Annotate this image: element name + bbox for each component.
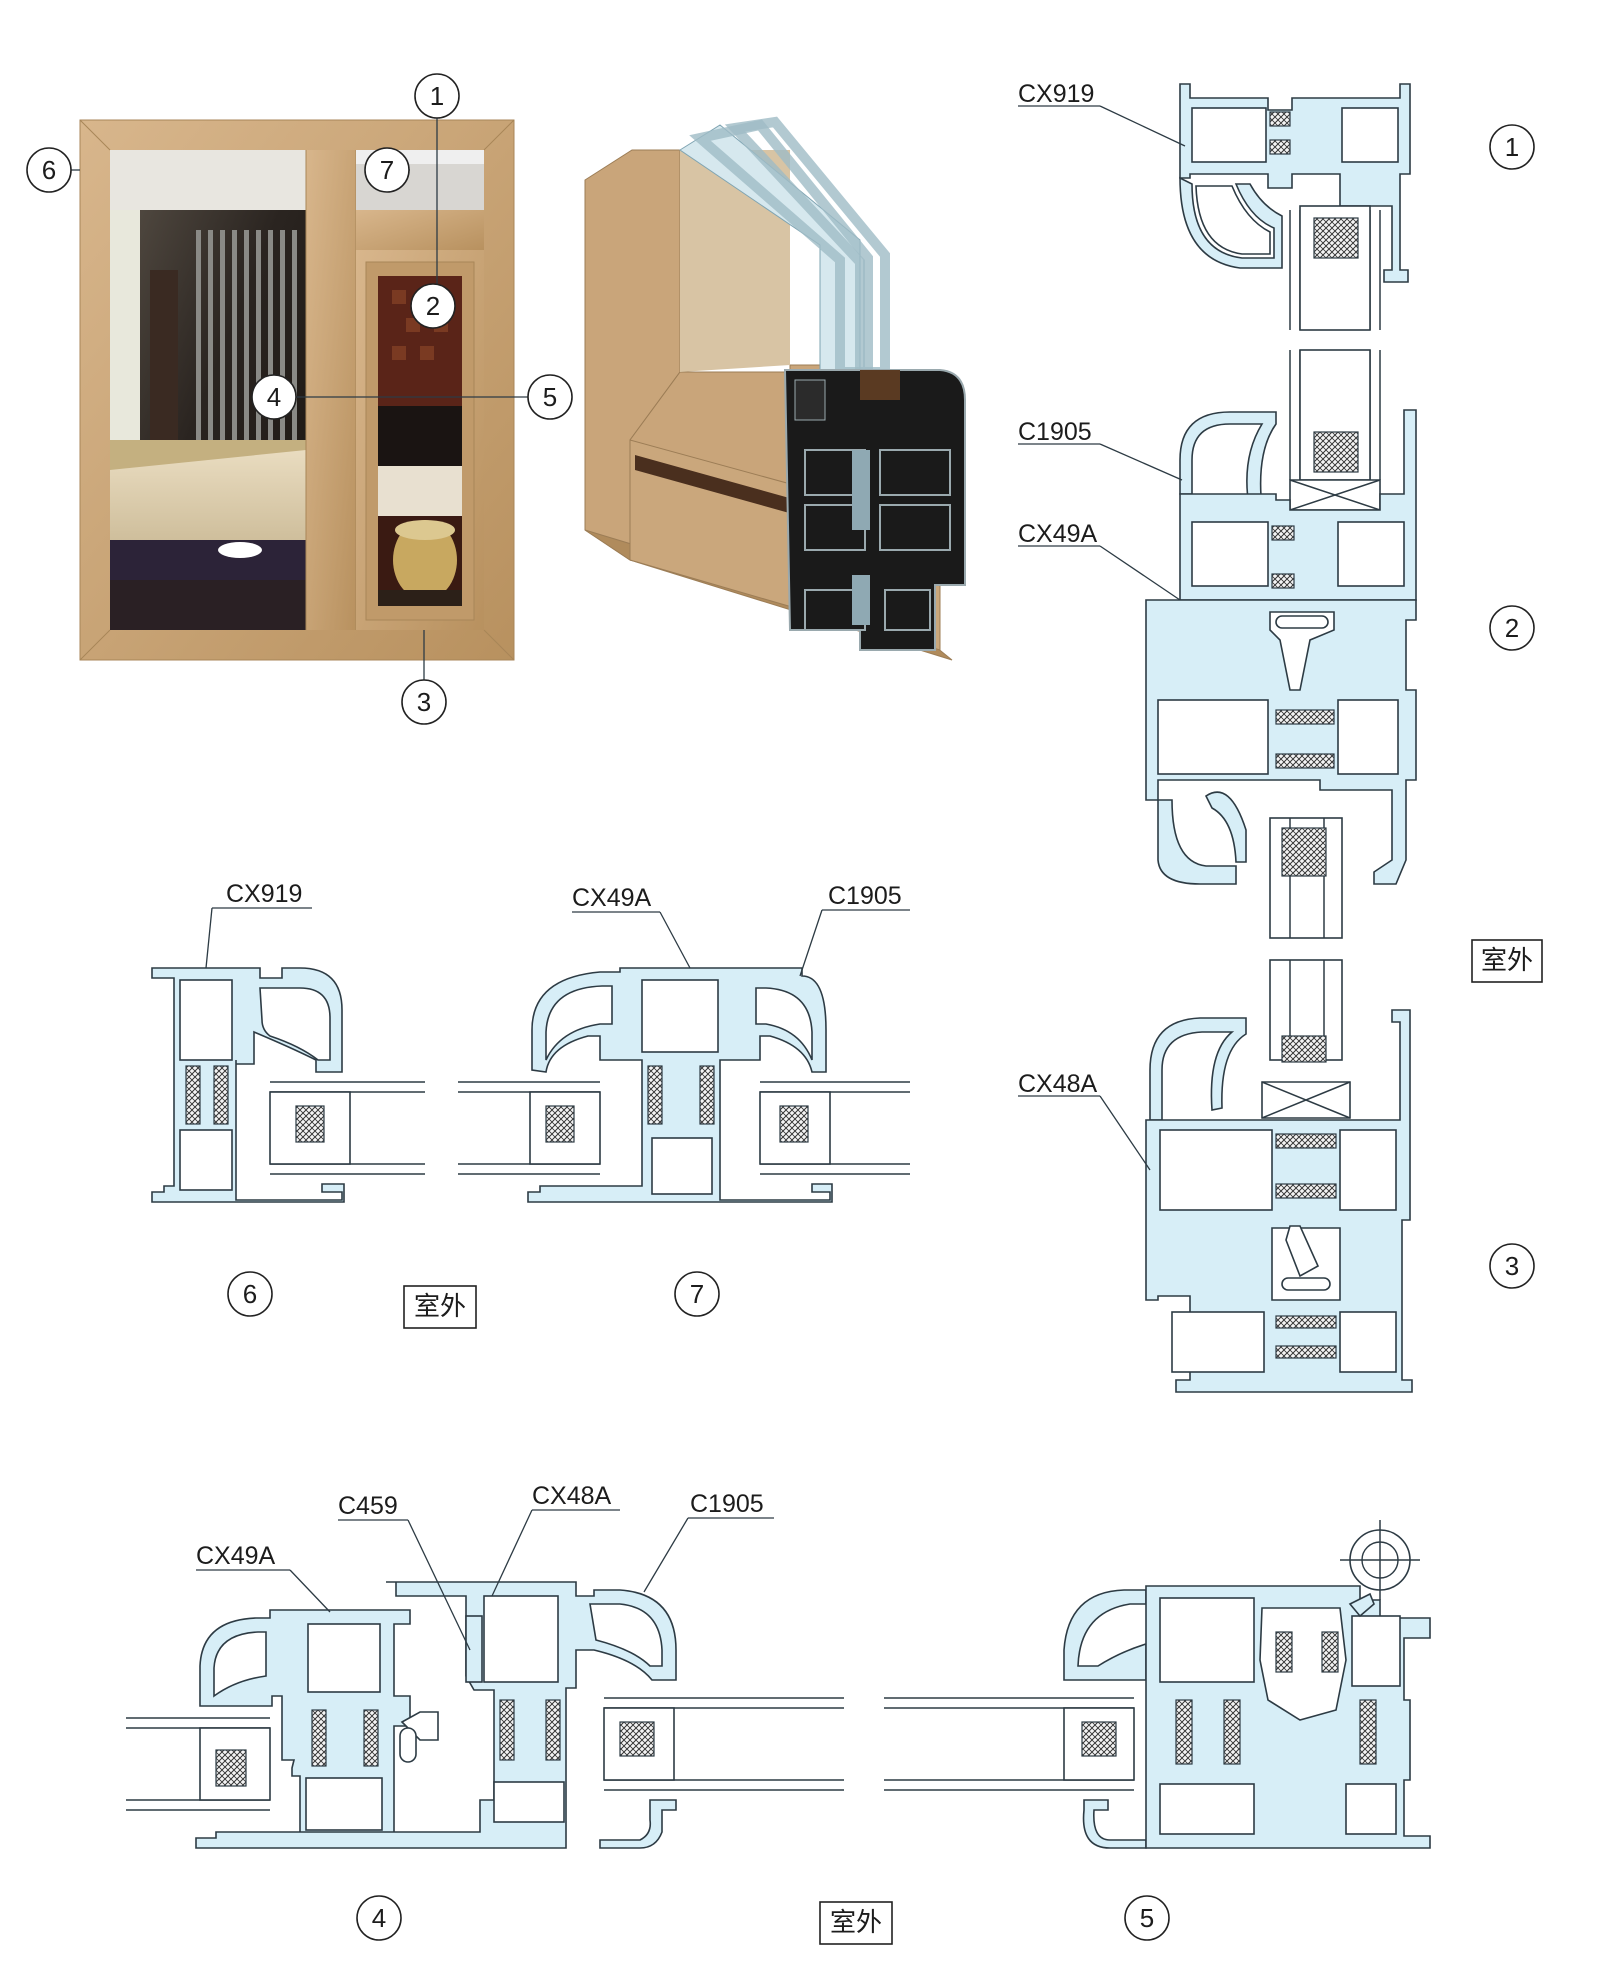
label-c1905-s7: C1905 [828, 882, 902, 910]
section-4-drawing [126, 1581, 844, 1849]
photo-callout-label-2: 2 [426, 291, 440, 321]
window-photo [79, 119, 515, 661]
leader-cx49a-s7-diag [659, 911, 691, 969]
label-cx919-top: CX919 [1018, 80, 1094, 108]
right-column-markers: 1 2 室外 3 [1471, 124, 1543, 1289]
photo-callout-label-1: 1 [430, 81, 444, 111]
label-c1905-s4: C1905 [690, 1490, 764, 1518]
outdoor-box-middle [403, 1285, 477, 1329]
curtain-stripes [196, 230, 297, 450]
section-number-3: 3 [1505, 1251, 1519, 1281]
photo-callout-1 [414, 73, 460, 119]
label-cx48a-s3: CX48A [1018, 1070, 1098, 1098]
leader-cx919-top-diag [1099, 105, 1186, 147]
leader-c1905-diag [1099, 443, 1183, 481]
section-marker-1 [1489, 124, 1535, 170]
photo-callout-label-7: 7 [380, 155, 394, 185]
leader-cx49a-s2-diag [1099, 545, 1181, 601]
section-marker-2 [1489, 605, 1535, 651]
section-number-2: 2 [1505, 613, 1519, 643]
section-marker-7 [674, 1271, 720, 1317]
photo-callout-5 [527, 374, 573, 420]
photo-callouts: 1 2 3 4 5 6 7 [26, 73, 573, 725]
section-marker-4 [356, 1895, 402, 1941]
photo-callout-4 [251, 374, 297, 420]
leader-c459-diag [407, 1519, 471, 1651]
label-c459: C459 [338, 1492, 398, 1520]
outdoor-label-middle: 室外 [414, 1292, 466, 1322]
outdoor-label-bottom: 室外 [830, 1908, 882, 1938]
leader-cx48a-s3-diag [1099, 1095, 1151, 1171]
photo-callout-7 [364, 147, 410, 193]
photo-callout-2 [410, 283, 456, 329]
leader-cx48a-s4-diag [491, 1509, 533, 1597]
section-marker-6 [227, 1271, 273, 1317]
outdoor-label-right: 室外 [1481, 946, 1533, 976]
photo-callout-label-3: 3 [417, 687, 431, 717]
outdoor-box-bottom [819, 1901, 893, 1945]
section-number-7: 7 [690, 1279, 704, 1309]
leader-cx919-s6-diag [205, 907, 213, 969]
photo-callout-3 [401, 679, 447, 725]
section-number-1: 1 [1505, 132, 1519, 162]
label-cx49a-s4: CX49A [196, 1542, 276, 1570]
section-number-6: 6 [243, 1279, 257, 1309]
section-2-drawing [1145, 409, 1417, 939]
section-6-drawing [151, 967, 425, 1203]
leader-c1905-s4-diag [643, 1517, 689, 1593]
section-3-drawing [1145, 959, 1413, 1393]
label-cx919-s6: CX919 [226, 880, 302, 908]
section-marker-3 [1489, 1243, 1535, 1289]
label-cx49a-s7: CX49A [572, 884, 652, 912]
corner-cutaway-3d [584, 116, 966, 661]
photo-callout-label-6: 6 [42, 155, 56, 185]
bottom-markers: 4 室外 5 [356, 1895, 1170, 1945]
photo-callout-label-5: 5 [543, 382, 557, 412]
section-1-drawing [1179, 83, 1411, 511]
label-cx48a-s4: CX48A [532, 1482, 612, 1510]
label-cx49a-s2: CX49A [1018, 520, 1098, 548]
leader-c1905-s7-diag [799, 909, 823, 977]
section-number-4: 4 [372, 1903, 386, 1933]
middle-markers: 6 室外 7 [227, 1271, 720, 1329]
photo-callout-label-4: 4 [267, 382, 281, 412]
leader-cx49a-s4-diag [289, 1569, 331, 1613]
section-7-drawing [458, 967, 910, 1203]
section-5-drawing [884, 1520, 1431, 1849]
outdoor-box-right [1471, 939, 1543, 983]
photo-callout-6 [26, 147, 72, 193]
label-c1905-s2: C1905 [1018, 418, 1092, 446]
section-marker-5 [1124, 1895, 1170, 1941]
section-number-5: 5 [1140, 1903, 1154, 1933]
